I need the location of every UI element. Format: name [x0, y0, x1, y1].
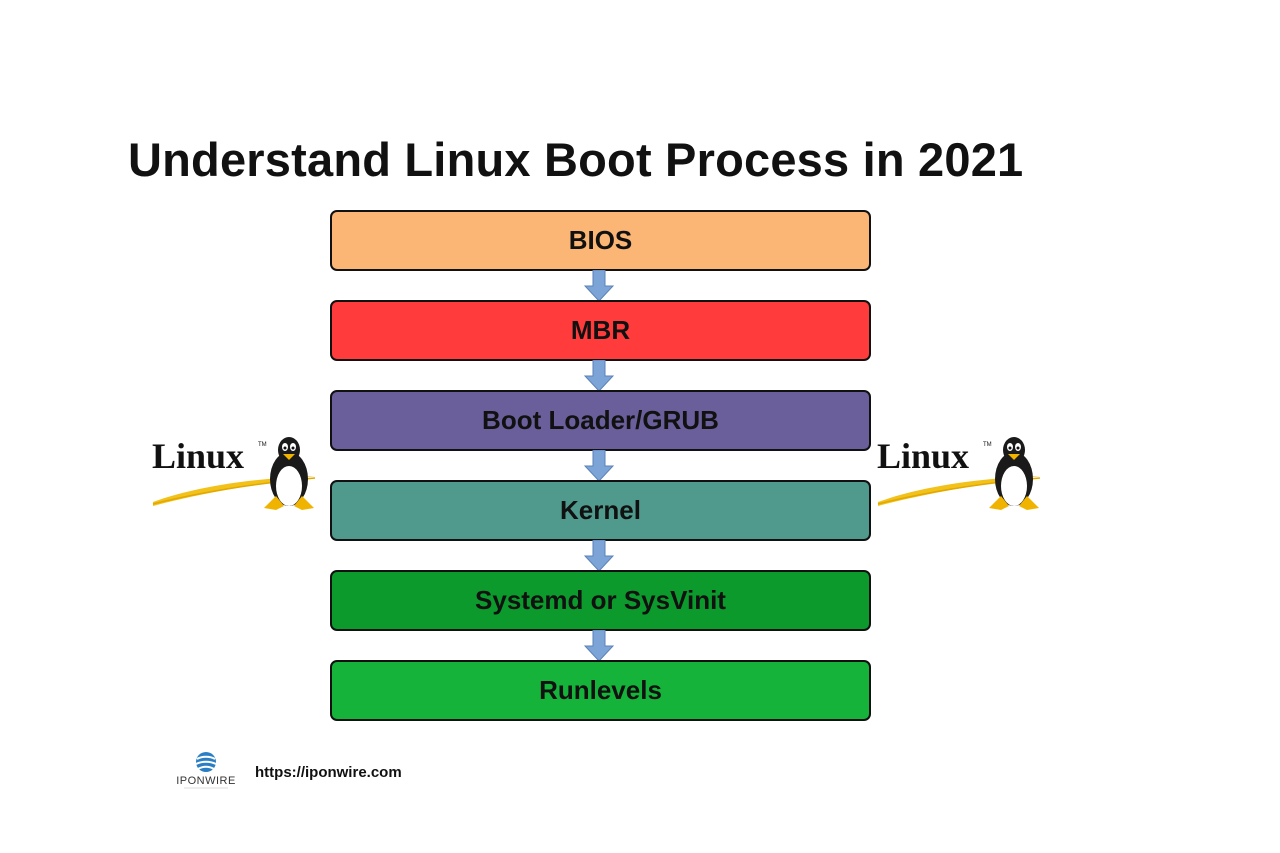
step-systemd-or-sysvinit: Systemd or SysVinit	[330, 570, 871, 631]
step-bios: BIOS	[330, 210, 871, 271]
svg-text:IPONWIRE: IPONWIRE	[176, 775, 236, 787]
iponwire-logo: IPONWIRE	[176, 752, 236, 789]
step-mbr: MBR	[330, 300, 871, 361]
globe-icon	[195, 752, 217, 772]
arrow-down-icon	[584, 540, 614, 572]
tux-penguin-icon	[264, 437, 314, 510]
arrow-down-icon	[584, 630, 614, 662]
diagram-title: Understand Linux Boot Process in 2021	[128, 133, 1024, 186]
linux-logo-left: Linux TM	[152, 436, 316, 510]
svg-text:TM: TM	[983, 442, 992, 448]
tux-penguin-icon	[989, 437, 1039, 510]
linux-wordmark: Linux	[877, 436, 969, 476]
step-runlevels: Runlevels	[330, 660, 871, 721]
step-boot-loader-grub: Boot Loader/GRUB	[330, 390, 871, 451]
arrow-down-icon	[584, 360, 614, 392]
linux-wordmark: Linux	[152, 436, 244, 476]
linux-logo-right: Linux TM	[877, 436, 1041, 510]
step-kernel: Kernel	[330, 480, 871, 541]
arrow-down-icon	[584, 450, 614, 482]
footer-url-link[interactable]: https://iponwire.com	[255, 764, 402, 781]
svg-text:TM: TM	[258, 442, 267, 448]
arrow-down-icon	[584, 270, 614, 302]
